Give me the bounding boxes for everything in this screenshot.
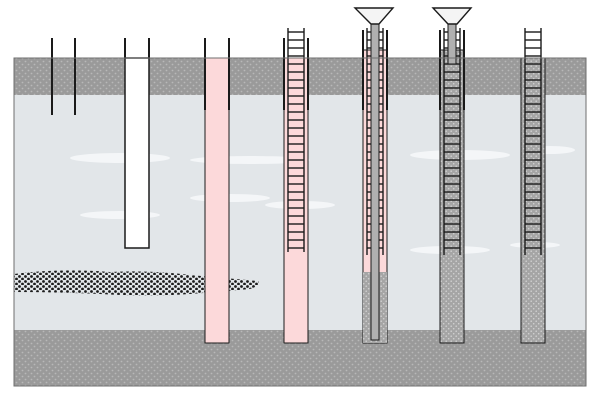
stage-7-finished-pile bbox=[520, 28, 546, 344]
stage-6-tremie-full bbox=[431, 7, 473, 344]
stage-5-tremie-partial bbox=[353, 7, 395, 344]
stage-1-guide-casing bbox=[51, 38, 76, 115]
stage-2-open-hole bbox=[124, 38, 150, 249]
gravel-lens bbox=[14, 270, 259, 296]
tremie-pipe bbox=[370, 23, 380, 341]
tremie-hopper bbox=[431, 7, 473, 25]
stage-3-slurry-hole bbox=[204, 38, 230, 344]
reinforcement-cage bbox=[524, 28, 542, 255]
reinforcement-cage bbox=[443, 28, 461, 255]
ground-outline bbox=[13, 57, 587, 387]
tremie-hopper bbox=[353, 7, 395, 25]
reinforcement-cage bbox=[287, 28, 305, 252]
stage-4-cage-in-slurry bbox=[283, 28, 309, 344]
